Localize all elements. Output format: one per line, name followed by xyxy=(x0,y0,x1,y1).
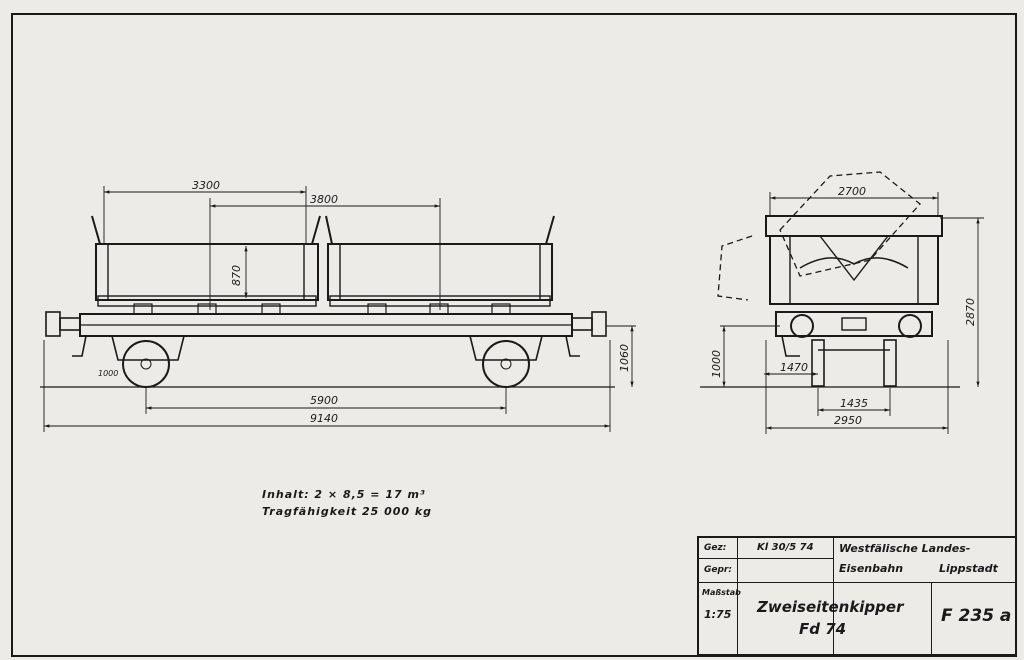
dim-total-width: 2950 xyxy=(834,414,862,427)
scale-value: 1:75 xyxy=(704,608,732,621)
company-line-2: Eisenbahn xyxy=(839,562,904,575)
dim-total-length: 9140 xyxy=(310,412,338,425)
scale-label: Maßstab xyxy=(702,588,741,597)
dim-box-height: 870 xyxy=(230,265,243,286)
dim-buffer-spacing: 1470 xyxy=(780,361,808,374)
note-capacity: Inhalt: 2 × 8,5 = 17 m³ xyxy=(262,488,426,501)
sheet-border xyxy=(11,13,1017,657)
dim-end-wheel: 1000 xyxy=(710,350,723,378)
title-block: Gez: Kl 30/5 74 Gepr: Westfälische Lande… xyxy=(697,536,1017,656)
dim-box-spacing: 3800 xyxy=(310,193,338,206)
dim-axle-distance: 5900 xyxy=(310,394,338,407)
dim-box-length: 3300 xyxy=(192,179,220,192)
drawing-subtitle: Fd 74 xyxy=(799,620,847,638)
side-view: 3300 3800 870 1000 5900 9140 1060 xyxy=(40,179,636,432)
drawn-signature: Kl 30/5 74 xyxy=(757,542,814,553)
dim-gauge: 1435 xyxy=(840,397,868,410)
company-line-1: Westfälische Landes- xyxy=(839,542,971,555)
drawn-label: Gez: xyxy=(704,543,727,553)
drawing-title: Zweiseitenkipper xyxy=(757,598,904,616)
dim-wheel-diameter: 1000 xyxy=(98,369,118,378)
end-view: 2700 2870 1000 1470 1435 2950 xyxy=(700,171,984,434)
company-line-3: Lippstadt xyxy=(939,562,998,575)
note-load-capacity: Tragfähigkeit 25 000 kg xyxy=(262,505,433,518)
drawing-number: F 235 a xyxy=(941,606,1012,626)
dim-total-height: 2870 xyxy=(964,298,977,326)
checked-label: Gepr: xyxy=(704,565,732,575)
dim-top-width: 2700 xyxy=(838,185,866,198)
dim-buffer-height: 1060 xyxy=(618,344,631,372)
